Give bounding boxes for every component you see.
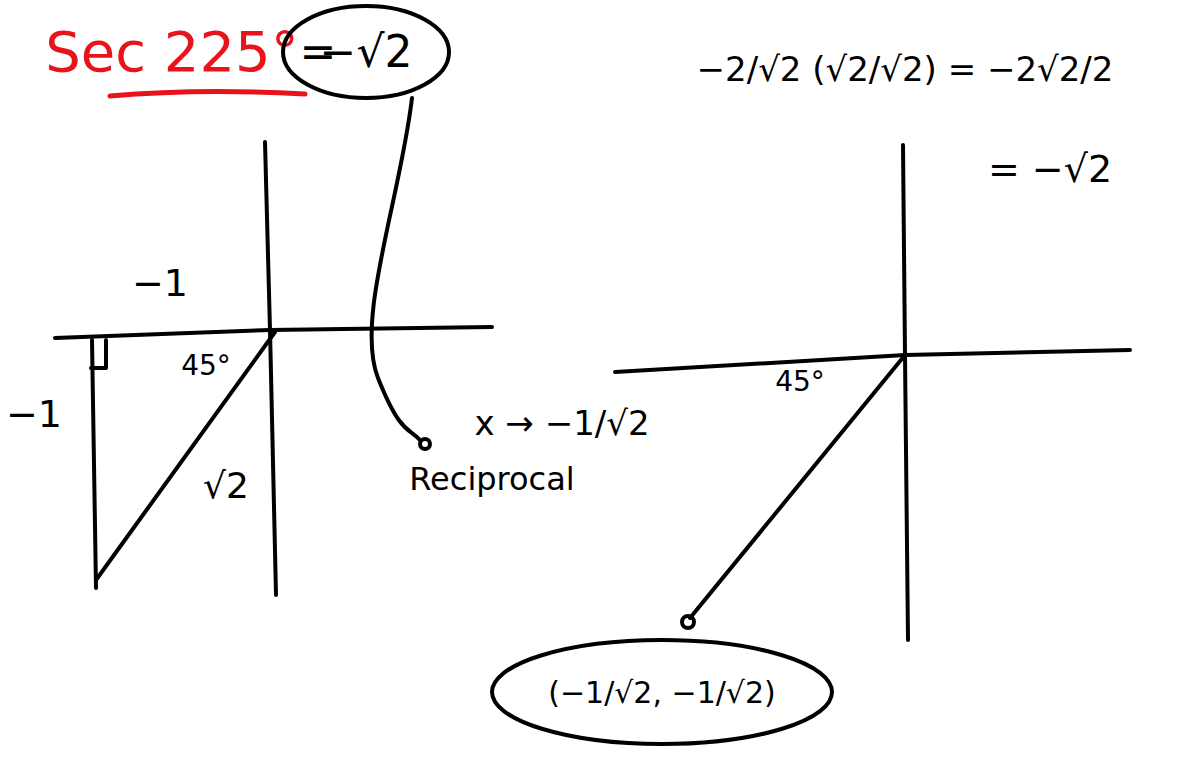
triangle-leg xyxy=(92,340,96,588)
node-text: −√2 xyxy=(320,28,413,76)
side-length: −1 xyxy=(132,263,188,305)
hypotenuse-length: √2 xyxy=(203,466,249,506)
angle-label: 45° xyxy=(181,351,231,382)
underline xyxy=(110,91,305,96)
leader-dot xyxy=(420,439,430,449)
circled-answer: −√2 xyxy=(280,3,452,101)
ray-end-dot xyxy=(682,616,694,628)
result: = −√2 xyxy=(988,149,1112,191)
expression: Sec 225° xyxy=(45,21,298,83)
side-length: −1 xyxy=(6,394,62,436)
x-axis xyxy=(615,350,1130,372)
coordinate-note: x → −1/√2 xyxy=(474,405,649,442)
y-axis xyxy=(903,145,908,640)
hypotenuse xyxy=(96,332,275,580)
node-text: (−1/√2, −1/√2) xyxy=(548,676,776,709)
rationalize-step: −2/√2 (√2/√2) = −2√2/2 xyxy=(697,51,1114,88)
leader-line xyxy=(372,98,420,440)
angle-label: 45° xyxy=(775,367,825,398)
circled-point: (−1/√2, −1/√2) xyxy=(489,637,835,747)
y-axis xyxy=(265,142,276,595)
terminal-ray xyxy=(690,355,905,618)
right-angle-mark xyxy=(91,340,106,368)
note: Reciprocal xyxy=(409,462,574,497)
